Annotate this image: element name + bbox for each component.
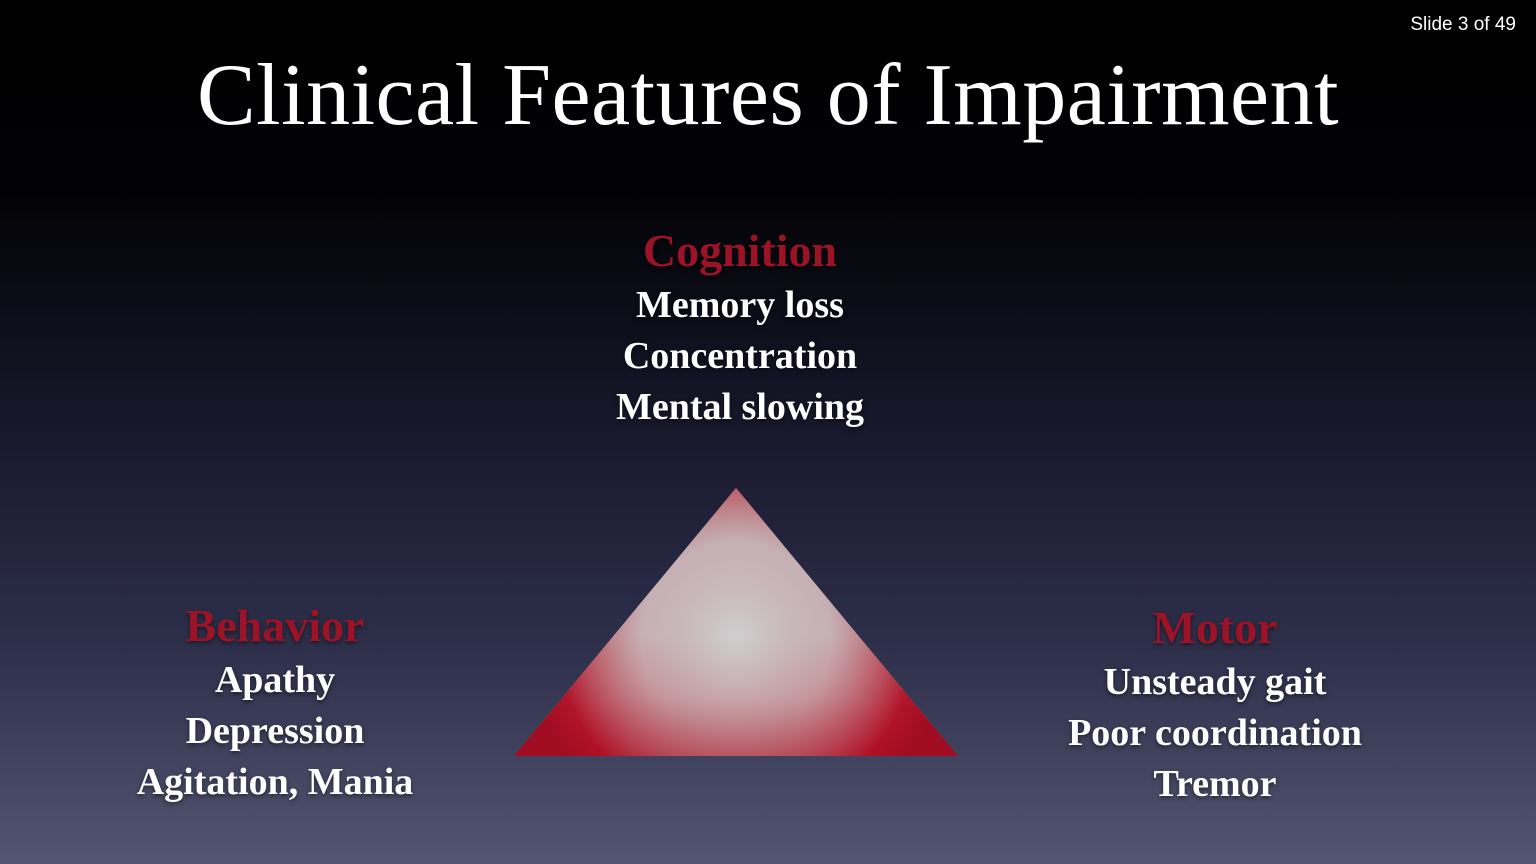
behavior-heading: Behavior [185, 600, 365, 651]
slide-title: Clinical Features of Impairment [196, 47, 1340, 144]
cognition-item: Memory loss [636, 284, 844, 326]
behavior-item: Apathy [214, 659, 336, 701]
cognition-item: Concentration [622, 335, 858, 377]
behavior-group: Behavior Apathy Depression Agitation, Ma… [75, 597, 475, 808]
behavior-item: Agitation, Mania [136, 761, 414, 803]
slide-counter: Slide 3 of 49 [1410, 14, 1516, 35]
motor-item: Tremor [1153, 763, 1277, 805]
cognition-heading: Cognition [642, 225, 838, 276]
cognition-group: Cognition Memory loss Concentration Ment… [540, 222, 940, 433]
triangle-graphic [514, 488, 958, 756]
motor-group: Motor Unsteady gait Poor coordination Tr… [1015, 599, 1415, 810]
motor-item: Poor coordination [1068, 712, 1362, 754]
motor-heading: Motor [1152, 602, 1278, 653]
behavior-item: Depression [185, 710, 365, 752]
motor-item: Unsteady gait [1103, 661, 1327, 703]
cognition-item: Mental slowing [615, 386, 865, 428]
